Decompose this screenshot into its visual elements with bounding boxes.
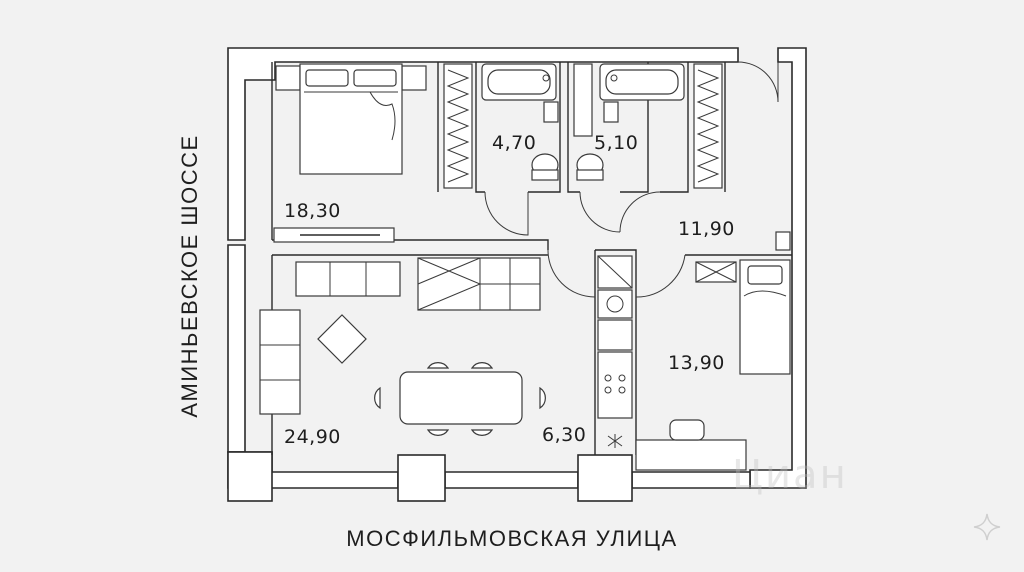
area-bedroom-2: 13,90 — [668, 352, 725, 374]
interior-walls — [271, 62, 792, 455]
area-living-room: 24,90 — [284, 426, 341, 448]
living-furniture — [259, 257, 546, 436]
area-bathroom-2: 5,10 — [594, 132, 639, 154]
street-label-left: АМИНЬЕВСКОЕ ШОССЕ — [177, 134, 202, 418]
kitchen-fixtures — [597, 255, 633, 448]
doors — [484, 61, 779, 298]
area-hall: 11,90 — [678, 218, 735, 240]
area-bathroom-1: 4,70 — [492, 132, 537, 154]
bedroom-furniture — [273, 63, 473, 243]
street-label-bottom: МОСФИЛЬМОВСКАЯ УЛИЦА — [346, 526, 678, 551]
area-kitchen: 6,30 — [542, 424, 587, 446]
area-bedroom: 18,30 — [284, 200, 341, 222]
watermark: Циан — [732, 452, 848, 498]
sparkle-icon — [973, 513, 1001, 541]
bathroom-fixtures — [481, 63, 791, 251]
outer-walls — [227, 47, 807, 502]
bedroom-2-furniture — [635, 259, 791, 471]
